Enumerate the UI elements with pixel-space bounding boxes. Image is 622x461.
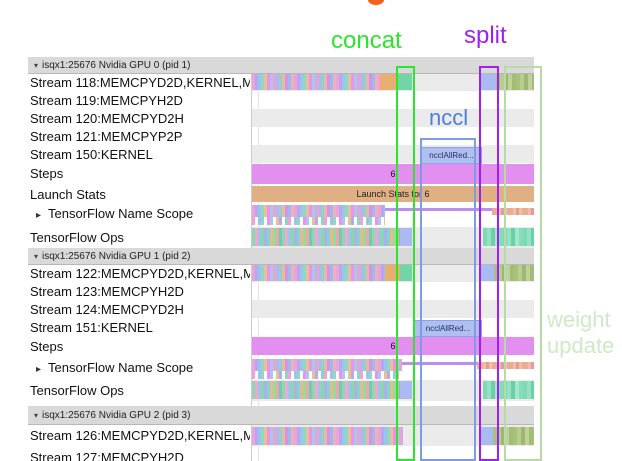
trace-event[interactable] — [397, 74, 412, 90]
row-label-launch-stats[interactable]: Launch Stats — [30, 187, 106, 202]
tf-ops-events[interactable] — [252, 381, 400, 399]
row-bg — [252, 145, 534, 163]
row-label-tf-ops[interactable]: TensorFlow Ops — [30, 383, 124, 398]
tf-name-scope-events[interactable] — [492, 208, 534, 215]
tf-ops-events[interactable] — [483, 228, 534, 246]
trace-event[interactable] — [480, 427, 493, 445]
trace-event[interactable] — [481, 265, 494, 281]
section-header-label: isqx1:25676 Nvidia GPU 0 (pid 1) — [42, 59, 191, 71]
trace-event[interactable] — [400, 228, 412, 246]
row-label-stream-123[interactable]: Stream 123:MEMCPYH2D — [30, 284, 184, 299]
collapse-triangle-icon: ▾ — [34, 410, 39, 420]
trace-event[interactable] — [400, 265, 412, 281]
trace-events[interactable] — [493, 427, 534, 445]
steps-bar[interactable]: 6 — [252, 164, 534, 184]
section-header-label: isqx1:25676 Nvidia GPU 1 (pid 2) — [42, 250, 191, 262]
trace-event[interactable] — [385, 265, 400, 281]
section-header-gpu0[interactable]: ▾ isqx1:25676 Nvidia GPU 0 (pid 1) — [28, 57, 534, 74]
tf-name-scope-events[interactable] — [252, 217, 385, 225]
row-label-tf-ops[interactable]: TensorFlow Ops — [30, 230, 124, 245]
split-annotation-label: split — [464, 22, 507, 49]
trace-event[interactable] — [481, 74, 496, 90]
weight-update-line1: weight — [547, 307, 611, 332]
trace-events[interactable] — [494, 265, 534, 281]
tf-name-scope-events[interactable] — [252, 205, 385, 217]
collapse-triangle-icon: ▾ — [34, 60, 39, 70]
row-bg — [252, 109, 534, 127]
tf-name-scope-events[interactable] — [477, 362, 534, 369]
weight-update-annotation-label: weight update — [547, 307, 614, 359]
row-label-tf-name-scope[interactable]: ▸ TensorFlow Name Scope — [36, 360, 256, 375]
section-header-label: isqx1:25676 Nvidia GPU 2 (pid 3) — [42, 409, 191, 421]
row-label-text: TensorFlow Name Scope — [48, 206, 194, 221]
row-label-stream-118[interactable]: Stream 118:MEMCPYD2D,KERNEL,ME — [30, 75, 250, 90]
steps-bar[interactable]: 6 — [252, 337, 534, 355]
trace-event[interactable] — [400, 381, 412, 399]
section-header-gpu1[interactable]: ▾ isqx1:25676 Nvidia GPU 1 (pid 2) — [28, 248, 534, 265]
trace-events[interactable] — [496, 74, 534, 90]
clipped-orange-glyph — [368, 0, 384, 5]
launch-stats-bar[interactable]: Launch Stats for 6 — [252, 186, 534, 202]
row-bg — [252, 300, 534, 318]
expand-triangle-icon: ▸ — [36, 364, 42, 375]
row-label-stream-121[interactable]: Stream 121:MEMCPYP2P — [30, 129, 183, 144]
row-label-text: TensorFlow Name Scope — [48, 360, 194, 375]
collapse-triangle-icon: ▾ — [34, 251, 39, 261]
section-header-gpu2[interactable]: ▾ isqx1:25676 Nvidia GPU 2 (pid 3) — [28, 406, 534, 425]
tf-ops-events[interactable] — [483, 381, 534, 399]
trace-event[interactable] — [380, 74, 397, 90]
tf-name-scope-flow-line — [402, 362, 497, 365]
row-label-tf-name-scope[interactable]: ▸ TensorFlow Name Scope — [36, 206, 256, 221]
nccl-allreduce-event[interactable]: ncclAllRed... — [421, 147, 482, 164]
row-label-stream-124[interactable]: Stream 124:MEMCPYD2H — [30, 302, 184, 317]
row-label-stream-151[interactable]: Stream 151:KERNEL — [30, 320, 153, 335]
trace-events-stream126[interactable] — [252, 427, 403, 445]
row-label-stream-126[interactable]: Stream 126:MEMCPYD2D,KERNEL,MI — [30, 428, 250, 443]
concat-annotation-label: concat — [331, 27, 402, 54]
trace-events-stream118[interactable] — [252, 74, 380, 90]
trace-events-stream122[interactable] — [252, 265, 385, 281]
expand-triangle-icon: ▸ — [36, 210, 42, 221]
nccl-allreduce-event[interactable]: ncclAllRed... — [414, 320, 482, 337]
row-label-steps[interactable]: Steps — [30, 339, 64, 354]
tf-name-scope-flow-line — [385, 208, 497, 211]
row-label-stream-119[interactable]: Stream 119:MEMCPYH2D — [30, 93, 183, 108]
row-label-stream-150[interactable]: Stream 150:KERNEL — [30, 147, 153, 162]
tf-ops-events[interactable] — [252, 228, 400, 246]
tf-name-scope-events[interactable] — [252, 371, 402, 379]
weight-update-line2: update — [547, 333, 615, 358]
row-label-stream-120[interactable]: Stream 120:MEMCPYD2H — [30, 111, 184, 126]
row-label-steps[interactable]: Steps — [30, 166, 64, 181]
row-label-stream-122[interactable]: Stream 122:MEMCPYD2D,KERNEL,MI — [30, 266, 250, 281]
tf-name-scope-events[interactable] — [252, 359, 402, 371]
row-label-stream-127[interactable]: Stream 127:MEMCPYH2D — [30, 450, 184, 461]
